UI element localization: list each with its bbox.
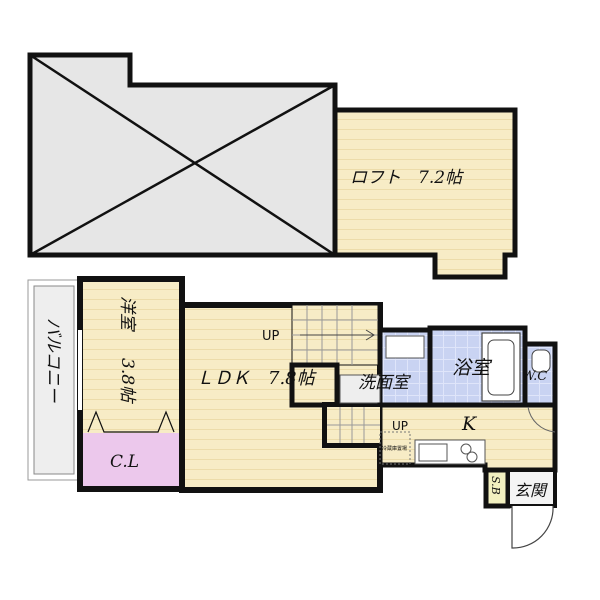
bathroom: 浴室 [427,325,528,408]
washroom: 洗面室 [339,327,433,408]
void-cross-line [29,53,336,257]
western-room-size: 3.8帖 [117,358,137,405]
fridge-space [379,431,411,465]
loft-room: ロフト 7.2帖 [332,107,518,280]
lower-staircase [327,407,380,443]
toilet-icon [531,349,551,373]
entrance-label: 玄関 [514,481,548,500]
entrance-door[interactable] [511,505,554,549]
closet [83,433,179,486]
western-room-name: 洋室 [117,296,137,333]
upper-staircase [289,304,379,408]
lower-stairs-up-label: UP [392,419,408,433]
entrance: 玄関 [506,468,557,549]
ldk-label: ＬＤＫ 7.8帖 [196,368,318,389]
stove-icon [460,443,472,455]
shoe-box-label: S.B [489,476,502,495]
wc-label: W.C [522,369,547,384]
wc: W.C [522,341,558,408]
western-room: C.L 洋室 3.8帖 [77,276,185,492]
washroom-label: 洗面室 [358,373,412,393]
balcony: バルコニー [27,279,81,481]
upper-stairs-up-label: UP [262,329,280,344]
balcony-label: バルコニー [43,318,63,404]
kitchen: UP 冷蔵庫置場 K [327,402,558,473]
sink-icon [418,443,448,462]
kitchen-label: K [461,413,478,435]
closet-label: C.L [110,452,139,472]
stove-icon [466,451,478,463]
bathroom-label: 浴室 [452,357,493,379]
wc-door-swing [527,406,556,433]
void-cross-line [29,83,336,257]
sink-icon [385,335,425,359]
shoe-box: S.B [483,467,511,509]
washer-space [339,374,381,404]
ldk-room: UP ＬＤＫ 7.8帖 [179,302,383,493]
loft-label: ロフト 7.2帖 [350,168,465,188]
void-area [27,52,338,258]
closet-door [87,410,175,433]
fridge-space-label: 冷蔵庫置場 [382,445,407,452]
